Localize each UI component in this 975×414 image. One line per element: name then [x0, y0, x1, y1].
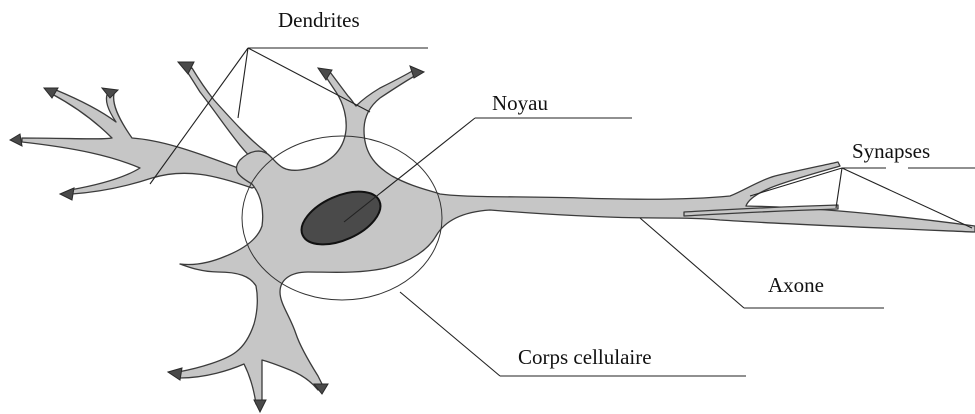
leader-corps-cellulaire: [400, 292, 500, 376]
terminal-knob: [102, 88, 118, 98]
terminal-knob: [60, 188, 74, 200]
label-noyau: Noyau: [492, 91, 548, 115]
terminal-knob: [168, 368, 182, 380]
dendrite-upper-left: [22, 90, 258, 194]
leader-synapses-2: [836, 168, 842, 208]
terminal-knob: [314, 384, 328, 394]
label-corps-cellulaire: Corps cellulaire: [518, 345, 652, 369]
leader-axone: [640, 218, 744, 308]
leader-dendrites-3: [248, 48, 370, 112]
terminal-knob: [10, 134, 22, 146]
label-dendrites: Dendrites: [278, 8, 360, 32]
label-axone: Axone: [768, 273, 824, 297]
terminal-knob: [254, 400, 266, 412]
label-synapses: Synapses: [852, 139, 930, 163]
leader-dendrites-2: [238, 48, 248, 118]
